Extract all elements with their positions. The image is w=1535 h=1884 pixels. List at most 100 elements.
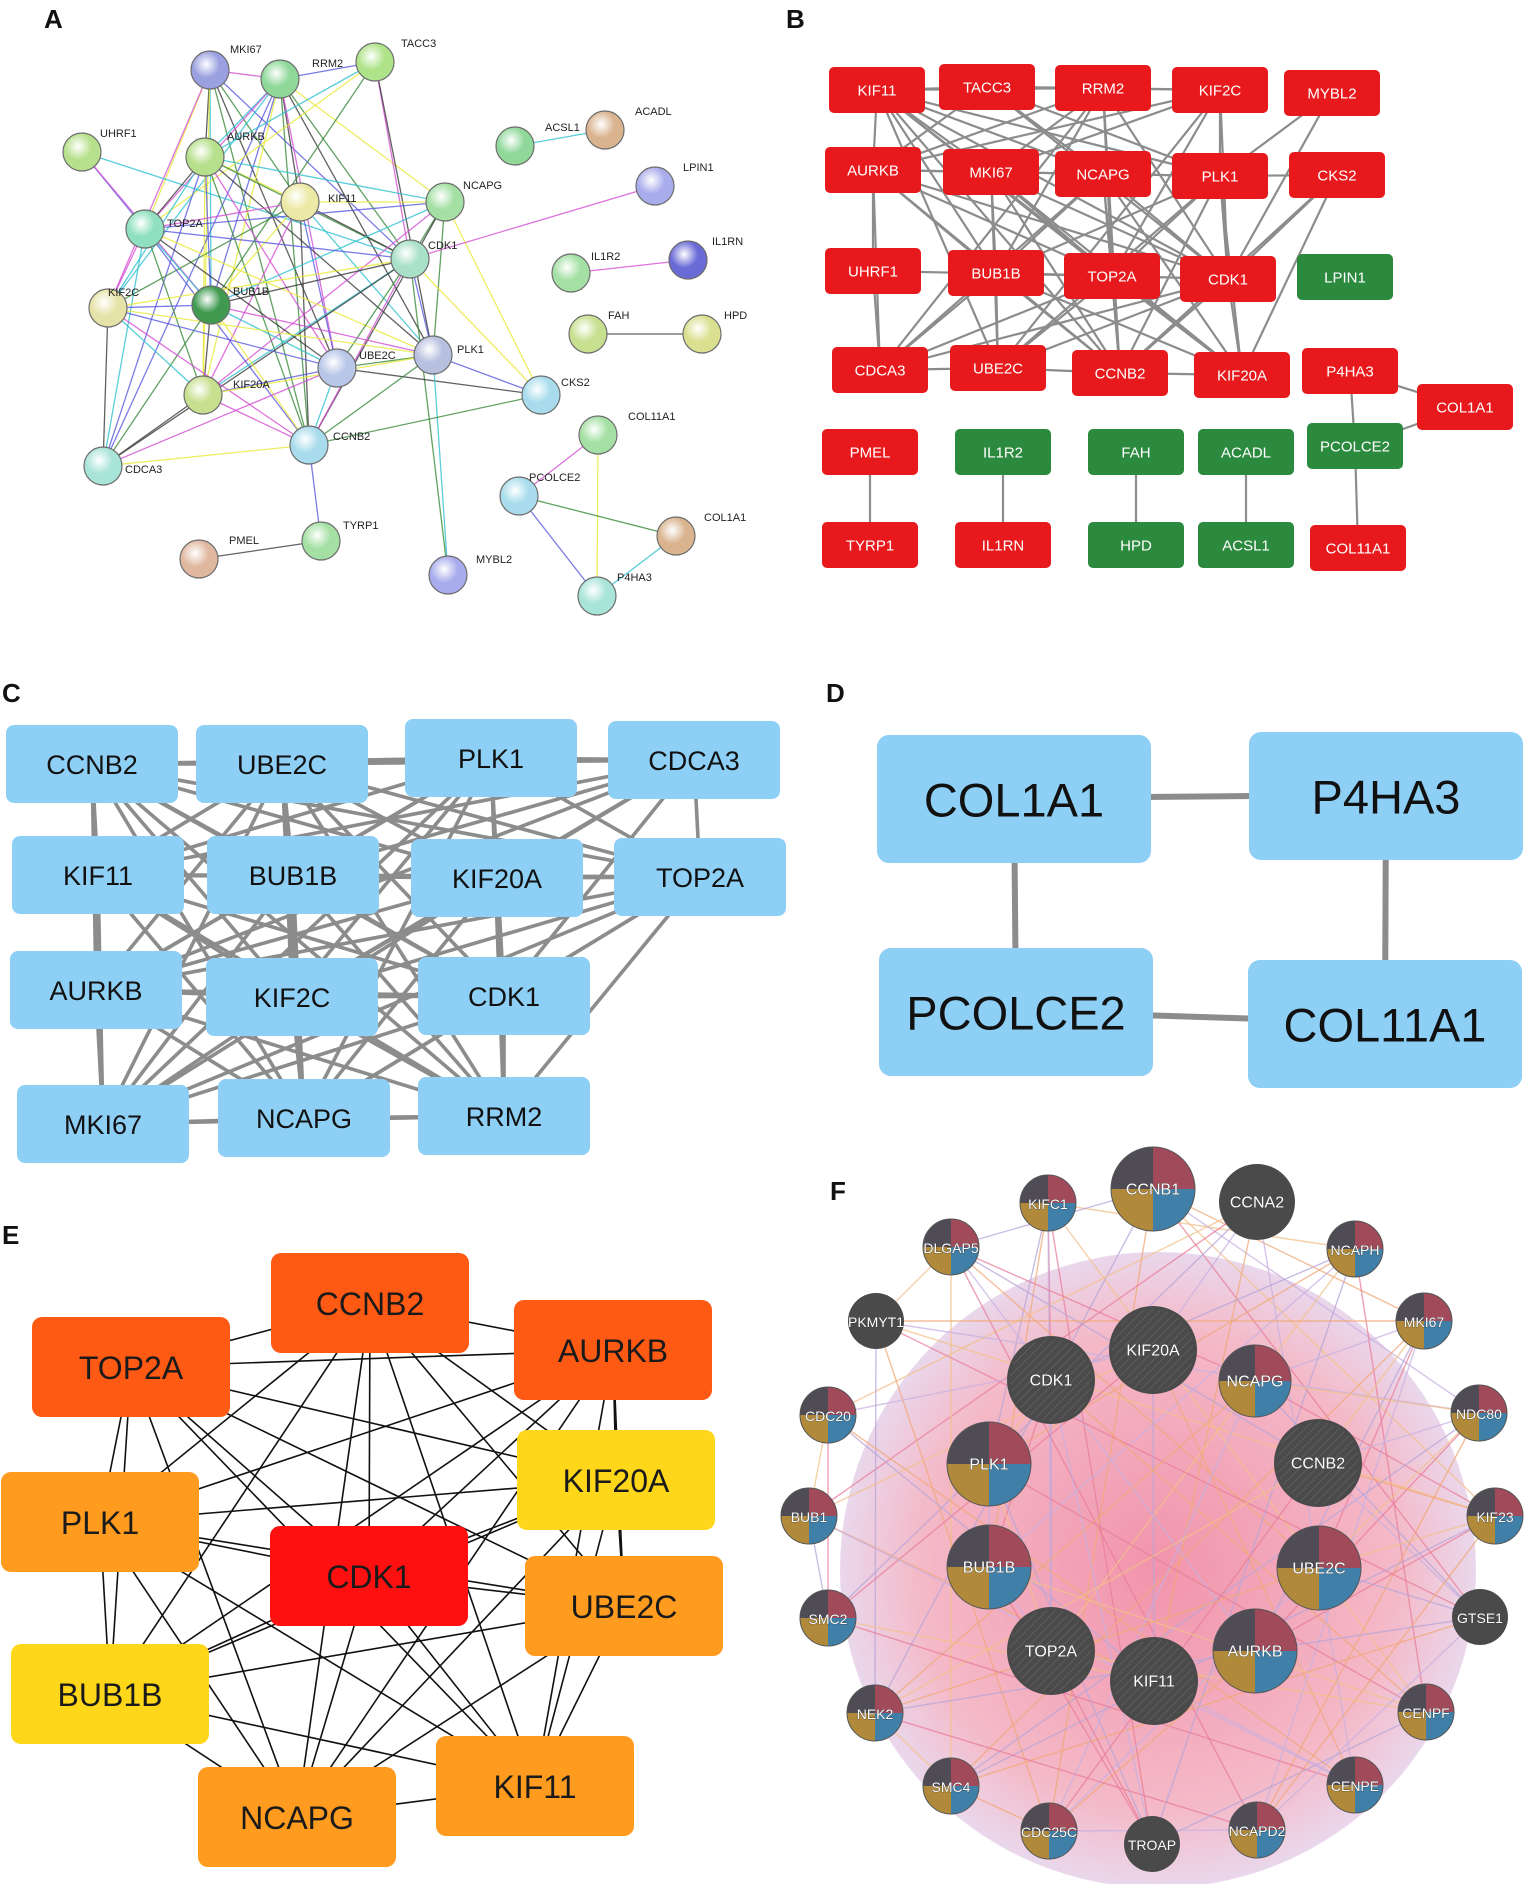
node-acsl1[interactable]: ACSL1 <box>1198 522 1294 568</box>
node-lpin1[interactable] <box>635 166 675 206</box>
node-ube2c[interactable]: UBE2C <box>196 725 368 803</box>
node-cdk1[interactable]: CDK1 <box>418 957 590 1035</box>
node-ccnb1[interactable]: CCNB1 <box>1110 1146 1196 1232</box>
node-cdca3[interactable]: CDCA3 <box>608 721 780 799</box>
node-ccnb2[interactable]: CCNB2 <box>271 1253 469 1353</box>
node-bub1[interactable]: BUB1 <box>780 1487 838 1545</box>
node-plk1[interactable]: PLK1 <box>1 1472 199 1572</box>
node-troap[interactable]: TROAP <box>1124 1816 1180 1872</box>
node-hpd[interactable] <box>682 314 722 354</box>
node-tyrp1[interactable] <box>301 521 341 561</box>
node-col1a1[interactable] <box>656 516 696 556</box>
node-il1r2[interactable]: IL1R2 <box>955 429 1051 475</box>
node-aurkb[interactable]: AURKB <box>10 951 182 1029</box>
node-plk1[interactable] <box>413 335 453 375</box>
node-cdk1[interactable] <box>390 239 430 279</box>
node-dlgap5[interactable]: DLGAP5 <box>922 1218 980 1276</box>
node-kif11[interactable]: KIF11 <box>1110 1637 1198 1725</box>
node-bub1b[interactable]: BUB1B <box>948 250 1044 296</box>
node-ccnb2[interactable]: CCNB2 <box>6 725 178 803</box>
node-rrm2[interactable] <box>260 59 300 99</box>
node-ccna2[interactable]: CCNA2 <box>1219 1164 1295 1240</box>
node-pmel[interactable]: PMEL <box>822 429 918 475</box>
node-ube2c[interactable]: UBE2C <box>525 1556 723 1656</box>
node-kif20a[interactable]: KIF20A <box>1109 1306 1197 1394</box>
node-kif20a[interactable]: KIF20A <box>517 1430 715 1530</box>
node-cdca3[interactable] <box>83 446 123 486</box>
node-ccnb2[interactable] <box>289 425 329 465</box>
node-kif20a[interactable]: KIF20A <box>411 839 583 917</box>
node-bub1b[interactable] <box>191 285 231 325</box>
node-tyrp1[interactable]: TYRP1 <box>822 522 918 568</box>
node-kif11[interactable] <box>280 182 320 222</box>
node-cdk1[interactable]: CDK1 <box>1180 256 1276 302</box>
node-col11a1[interactable]: COL11A1 <box>1248 960 1522 1088</box>
node-mki67[interactable]: MKI67 <box>1395 1292 1453 1350</box>
node-rrm2[interactable]: RRM2 <box>1055 65 1151 111</box>
node-pkmyt1[interactable]: PKMYT1 <box>848 1293 905 1349</box>
node-kif20a[interactable]: KIF20A <box>1194 352 1290 398</box>
node-smc2[interactable]: SMC2 <box>799 1589 857 1647</box>
node-ccnb2[interactable]: CCNB2 <box>1072 350 1168 396</box>
node-lpin1[interactable]: LPIN1 <box>1297 254 1393 300</box>
node-fah[interactable]: FAH <box>1088 429 1184 475</box>
node-acadl[interactable] <box>585 110 625 150</box>
node-pcolce2[interactable]: PCOLCE2 <box>1307 423 1403 469</box>
node-cdk1[interactable]: CDK1 <box>1007 1336 1095 1424</box>
node-cdk1[interactable]: CDK1 <box>270 1526 468 1626</box>
node-cdc25c[interactable]: CDC25C <box>1020 1802 1078 1860</box>
node-plk1[interactable]: PLK1 <box>946 1421 1032 1507</box>
node-hpd[interactable]: HPD <box>1088 522 1184 568</box>
node-tacc3[interactable] <box>355 42 395 82</box>
node-ncapg[interactable] <box>425 182 465 222</box>
node-uhrf1[interactable]: UHRF1 <box>825 248 921 294</box>
node-tacc3[interactable]: TACC3 <box>939 64 1035 110</box>
node-kif2c[interactable]: KIF2C <box>206 958 378 1036</box>
node-kif11[interactable]: KIF11 <box>12 836 184 914</box>
node-ube2c[interactable]: UBE2C <box>1276 1525 1362 1611</box>
node-p4ha3[interactable]: P4HA3 <box>1302 348 1398 394</box>
node-ncapg[interactable]: NCAPG <box>1055 151 1151 197</box>
node-aurkb[interactable]: AURKB <box>1212 1608 1298 1694</box>
node-uhrf1[interactable] <box>62 132 102 172</box>
node-pcolce2[interactable]: PCOLCE2 <box>879 948 1153 1076</box>
node-top2a[interactable]: TOP2A <box>614 838 786 916</box>
node-il1rn[interactable]: IL1RN <box>955 522 1051 568</box>
node-ube2c[interactable]: UBE2C <box>950 345 1046 391</box>
node-col11a1[interactable]: COL11A1 <box>1310 525 1406 571</box>
node-mki67[interactable] <box>190 50 230 90</box>
node-col1a1[interactable]: COL1A1 <box>1417 384 1513 430</box>
node-pmel[interactable] <box>179 539 219 579</box>
node-kif11[interactable]: KIF11 <box>436 1736 634 1836</box>
node-ccnb2[interactable]: CCNB2 <box>1274 1419 1362 1507</box>
node-cdca3[interactable]: CDCA3 <box>832 347 928 393</box>
node-acsl1[interactable] <box>495 126 535 166</box>
node-kif2c[interactable]: KIF2C <box>1172 67 1268 113</box>
node-aurkb[interactable]: AURKB <box>514 1300 712 1400</box>
node-cenpe[interactable]: CENPE <box>1326 1756 1384 1814</box>
node-ncapg[interactable]: NCAPG <box>1218 1344 1292 1418</box>
node-ncapg[interactable]: NCAPG <box>198 1767 396 1867</box>
node-pcolce2[interactable] <box>499 476 539 516</box>
node-bub1b[interactable]: BUB1B <box>11 1644 209 1744</box>
node-p4ha3[interactable]: P4HA3 <box>1249 732 1523 860</box>
node-il1r2[interactable] <box>551 253 591 293</box>
node-top2a[interactable]: TOP2A <box>1007 1607 1095 1695</box>
node-rrm2[interactable]: RRM2 <box>418 1077 590 1155</box>
node-aurkb[interactable] <box>185 137 225 177</box>
node-mybl2[interactable] <box>428 555 468 595</box>
node-top2a[interactable]: TOP2A <box>1064 253 1160 299</box>
node-cenpf[interactable]: CENPF <box>1397 1683 1455 1741</box>
node-fah[interactable] <box>568 314 608 354</box>
node-mki67[interactable]: MKI67 <box>17 1085 189 1163</box>
node-ndc80[interactable]: NDC80 <box>1450 1384 1508 1442</box>
node-ncaph[interactable]: NCAPH <box>1326 1220 1384 1278</box>
node-cks2[interactable]: CKS2 <box>1289 152 1385 198</box>
node-kifc1[interactable]: KIFC1 <box>1019 1174 1077 1232</box>
node-bub1b[interactable]: BUB1B <box>946 1524 1032 1610</box>
node-ncapd2[interactable]: NCAPD2 <box>1228 1801 1286 1859</box>
node-il1rn[interactable] <box>668 240 708 280</box>
node-gtse1[interactable]: GTSE1 <box>1452 1589 1508 1645</box>
node-cks2[interactable] <box>521 375 561 415</box>
node-kif20a[interactable] <box>183 375 223 415</box>
